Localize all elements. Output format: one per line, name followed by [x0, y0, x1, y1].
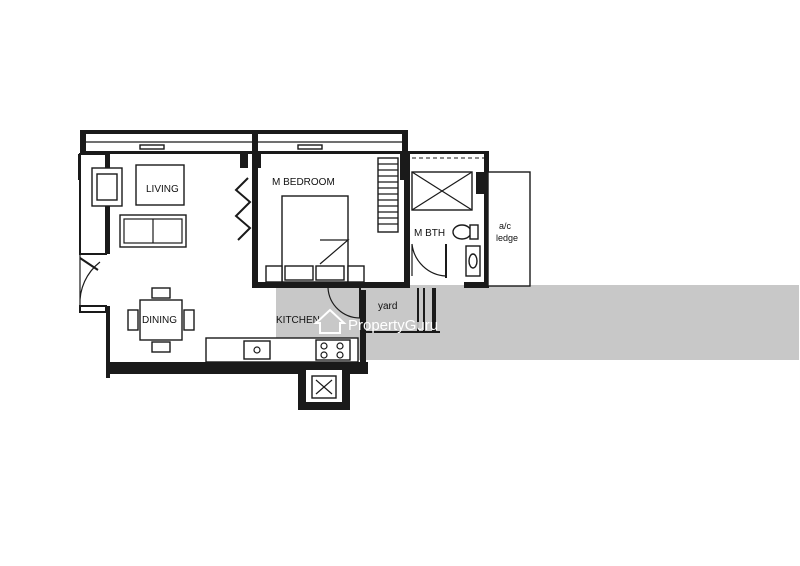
column-pillar-mid	[240, 154, 248, 168]
wall-kitchen-right	[360, 290, 366, 374]
yard-wall-right	[432, 288, 436, 332]
folding-door	[234, 177, 252, 241]
room-label-master-bath: M BTH	[414, 228, 445, 239]
room-label-yard: yard	[378, 301, 397, 312]
bath-door-swing	[411, 243, 447, 277]
stove-burner-2	[320, 351, 328, 359]
wall-bedroom-left	[252, 154, 258, 272]
kitchen-door-swing	[327, 287, 361, 319]
wall-bottom-outer	[106, 368, 300, 374]
basin	[468, 253, 478, 269]
room-label-living: LIVING	[146, 184, 179, 195]
watermark-brand: PropertyGuru	[348, 317, 438, 334]
service-box-x2	[315, 379, 333, 395]
bath-column	[476, 172, 488, 194]
wall-bath-top	[404, 151, 488, 154]
wardrobe	[377, 157, 399, 233]
entrance-door-leaf	[79, 257, 99, 271]
stove-burner-1	[320, 342, 328, 350]
room-label-dining: DINING	[142, 315, 177, 326]
stove	[315, 339, 351, 361]
toilet-bowl	[452, 224, 472, 240]
bed-pillow-2	[315, 265, 345, 281]
room-label-master-bedroom: M BEDROOM	[272, 177, 335, 188]
ac-ledge	[487, 171, 531, 287]
column-top-mid	[252, 130, 258, 154]
stove-burner-4	[336, 351, 344, 359]
wall-bedroom-bottom	[252, 282, 408, 288]
wall-top	[80, 130, 408, 134]
entrance-door-swing	[79, 254, 101, 307]
toilet-tank	[469, 224, 479, 240]
headboard-left	[265, 265, 283, 283]
shower-x2	[411, 171, 473, 211]
yard-column	[464, 282, 488, 288]
chair-right	[183, 309, 195, 331]
column-top-right	[402, 130, 408, 154]
tv-console	[135, 164, 185, 206]
kitchen-sink	[243, 340, 271, 360]
room-label-ac-ledge-1: a/c	[499, 221, 512, 231]
stove-burner-3	[336, 342, 344, 350]
bed-pillow-1	[284, 265, 314, 281]
wall-top-inner	[80, 151, 408, 154]
wardrobe-hatch	[378, 163, 398, 225]
bed-sheet-fold	[319, 239, 350, 265]
wall-bath-left	[404, 154, 410, 288]
room-label-kitchen: KITCHEN	[276, 315, 320, 326]
window-sill-1	[139, 144, 165, 150]
dining-table	[139, 299, 183, 341]
sink-drain	[253, 346, 261, 354]
wall-left-bottom	[106, 306, 110, 378]
window-sill-2	[297, 144, 323, 150]
wall-bath-right	[484, 151, 489, 288]
wall-bottom	[106, 362, 300, 368]
column-top-left	[80, 130, 86, 154]
headboard-right	[347, 265, 365, 283]
house-logo-icon	[313, 308, 347, 334]
chair-top	[151, 287, 171, 299]
wall-left-lower	[79, 305, 107, 313]
room-label-ac-ledge-2: ledge	[496, 233, 518, 243]
watermark-logo: PropertyGuru	[313, 308, 438, 334]
chair-bottom	[151, 341, 171, 353]
chair-left	[127, 309, 139, 331]
armchair-seat	[96, 173, 118, 201]
sofa-back	[123, 218, 183, 244]
wall-bedroom-bottom-left	[252, 264, 258, 288]
